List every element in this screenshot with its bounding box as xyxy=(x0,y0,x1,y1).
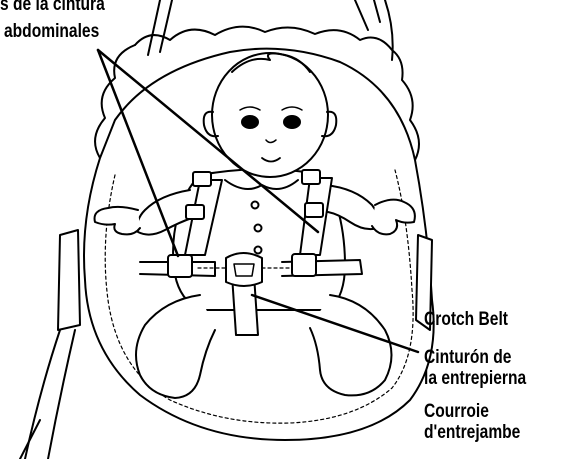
seat-side-left xyxy=(58,230,80,330)
label-waist-belt-abdominales: abdominales xyxy=(4,21,99,42)
crotch-buckle xyxy=(226,253,262,286)
label-crotch-belt-spanish-line1: Cinturón de xyxy=(424,347,511,368)
swing-frame-legs xyxy=(20,330,75,459)
label-crotch-belt-spanish-line2: la entrepierna xyxy=(424,368,526,389)
label-crotch-belt-english: Crotch Belt xyxy=(424,309,508,330)
label-crotch-belt-french-line2: d'entrejambe xyxy=(424,422,520,443)
waist-buckle-left xyxy=(168,255,192,277)
baby-eye-right xyxy=(284,116,300,128)
label-crotch-belt-french-line1: Courroie xyxy=(424,401,489,422)
baby-eye-left xyxy=(242,116,258,128)
label-waist-belt-spanish-fragment: s de la cintura xyxy=(0,0,105,15)
waist-buckle-right xyxy=(292,254,316,276)
